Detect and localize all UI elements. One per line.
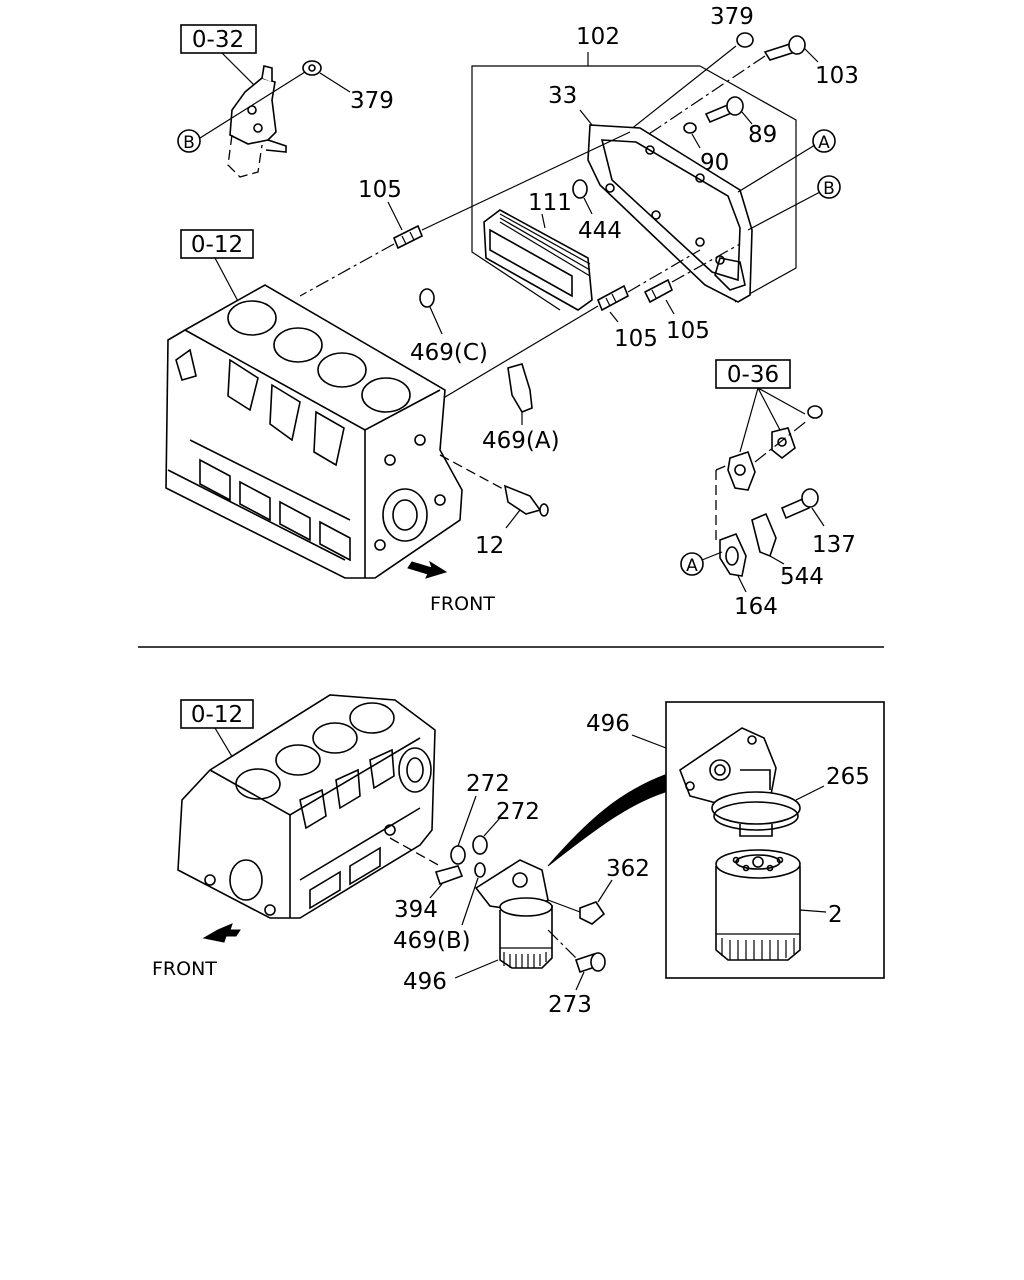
part-265: 265 [826, 764, 870, 790]
part-164: 164 [734, 594, 778, 620]
marker-b-1: B [183, 133, 195, 153]
engine-block-bottom: 0-12 FRONT [152, 694, 441, 980]
part-89: 89 [748, 122, 777, 148]
gasket-group-036: 0-36 137 544 164 A [680, 359, 856, 620]
stud-105-upper: 105 [299, 131, 631, 401]
part-111: 111 [528, 190, 572, 216]
part-103: 103 [815, 63, 859, 89]
marker-a-1: A [818, 133, 830, 153]
part-544: 544 [780, 564, 824, 590]
part-469-c: 469(C) [410, 340, 488, 366]
marker-a-2: A [686, 556, 698, 576]
front-label-bottom: FRONT [152, 958, 217, 980]
part-394: 394 [394, 897, 438, 923]
ref-0-32: 0-32 [192, 27, 244, 53]
part-379-a: 379 [350, 88, 394, 114]
part-12: 12 [475, 533, 504, 559]
marker-b-2: B [823, 179, 835, 199]
part-105-a: 105 [358, 177, 402, 203]
part-379-b: 379 [710, 4, 754, 30]
part-273: 273 [548, 992, 592, 1018]
part-137: 137 [812, 532, 856, 558]
part-496-b: 496 [403, 969, 447, 995]
part-362: 362 [606, 856, 650, 882]
front-label-top: FRONT [430, 593, 495, 615]
filter-detail-box: 496 265 2 [586, 701, 885, 979]
part-469-b: 469(B) [393, 928, 471, 954]
part-496-a: 496 [586, 711, 630, 737]
part-33: 33 [548, 83, 577, 109]
ref-0-12-bottom: 0-12 [191, 702, 243, 728]
engine-block-top: 0-12 469(C) 469(A) [165, 229, 560, 615]
part-2: 2 [828, 902, 843, 928]
part-272-b: 272 [496, 799, 540, 825]
part-469-a: 469(A) [482, 428, 560, 454]
ref-0-12-top: 0-12 [191, 232, 243, 258]
part-105-b: 105 [614, 326, 658, 352]
part-272-a: 272 [466, 771, 510, 797]
oil-cooler-group: 102 379 103 89 90 33 111 [471, 4, 859, 352]
oil-filter-group: 394 272 272 469(B) 496 362 273 [393, 771, 666, 1018]
ref-0-36: 0-36 [727, 362, 779, 388]
thermostat-housing: 0-32 B 379 [177, 24, 394, 178]
part-444: 444 [578, 218, 622, 244]
part-102: 102 [576, 24, 620, 50]
part-105-c: 105 [666, 318, 710, 344]
